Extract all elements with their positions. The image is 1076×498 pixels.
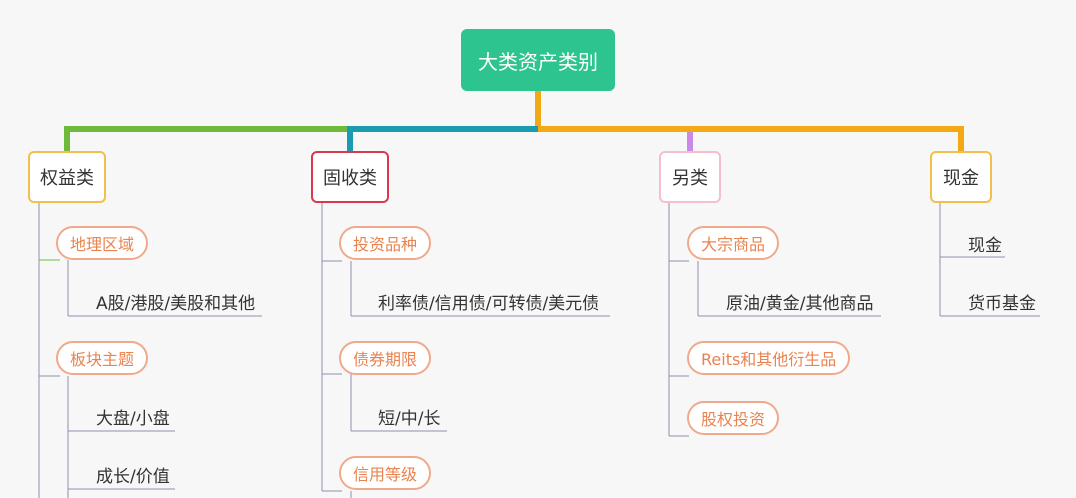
leaf-commodity-types: 原油/黄金/其他商品: [726, 294, 874, 314]
sub-commodities[interactable]: 大宗商品: [687, 226, 780, 260]
leaf-cap-size: 大盘/小盘: [96, 409, 170, 429]
root-node[interactable]: 大类资产类别: [461, 29, 615, 91]
sub-reits-derivatives[interactable]: Reits和其他衍生品: [687, 341, 851, 375]
category-alternatives[interactable]: 另类: [659, 151, 721, 203]
sub-credit-rating[interactable]: 信用等级: [339, 456, 432, 490]
sub-sector-theme[interactable]: 板块主题: [56, 341, 149, 375]
sub-geographic-region[interactable]: 地理区域: [56, 226, 149, 260]
category-equity[interactable]: 权益类: [28, 151, 106, 203]
leaf-money-fund: 货币基金: [968, 294, 1036, 314]
sub-bond-duration[interactable]: 债券期限: [339, 341, 432, 375]
leaf-terms: 短/中/长: [378, 409, 441, 429]
category-cash[interactable]: 现金: [930, 151, 992, 203]
leaf-cash: 现金: [968, 236, 1002, 256]
leaf-markets: A股/港股/美股和其他: [96, 294, 256, 314]
category-fixed-income[interactable]: 固收类: [311, 151, 389, 203]
sub-private-equity[interactable]: 股权投资: [687, 401, 780, 435]
sub-instrument-type[interactable]: 投资品种: [339, 226, 432, 260]
leaf-growth-value: 成长/价值: [96, 467, 170, 487]
leaf-bond-types: 利率债/信用债/可转债/美元债: [378, 294, 600, 314]
